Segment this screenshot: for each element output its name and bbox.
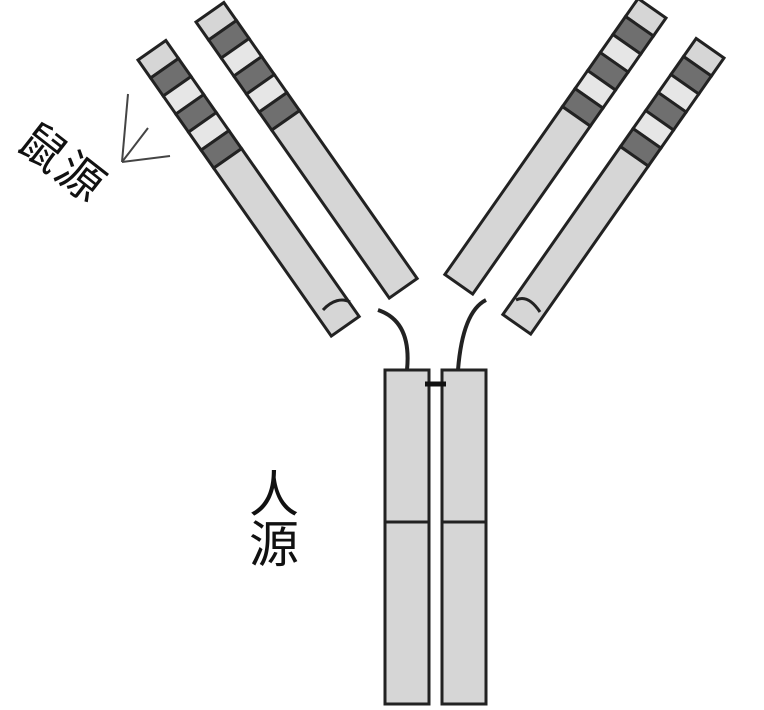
heavy-chain-right-fab [442,0,669,297]
heavy-chain-left-upper [383,368,431,524]
constant-region [442,104,593,297]
interchain-link-left [321,298,351,312]
constant-region [211,146,362,339]
light-chain-left [135,38,362,339]
heavy-chain-right-lower [440,520,488,706]
cdr-pointer-lines [121,93,171,163]
fab-arm-right [442,0,727,337]
heavy-chain-right-upper [440,368,488,524]
interchain-link-right [515,297,542,313]
human-origin-label: 人 源 [244,470,304,570]
pointer-line-1 [121,93,129,163]
light-chain-right [500,36,727,337]
fc-stem [383,368,488,706]
heavy-chain-left-fab [193,0,420,301]
constant-region [500,144,651,337]
pointer-line-3 [121,155,171,163]
hinge-left [377,308,410,371]
fab-arm-left [135,0,420,339]
human-origin-char-1: 人 [249,466,299,524]
hinge-region [377,298,488,371]
human-origin-char-2: 源 [249,516,299,574]
heavy-chain-left-lower [383,520,431,706]
pointer-line-2 [121,127,149,163]
constant-region [269,108,420,301]
hinge-right [456,298,488,371]
